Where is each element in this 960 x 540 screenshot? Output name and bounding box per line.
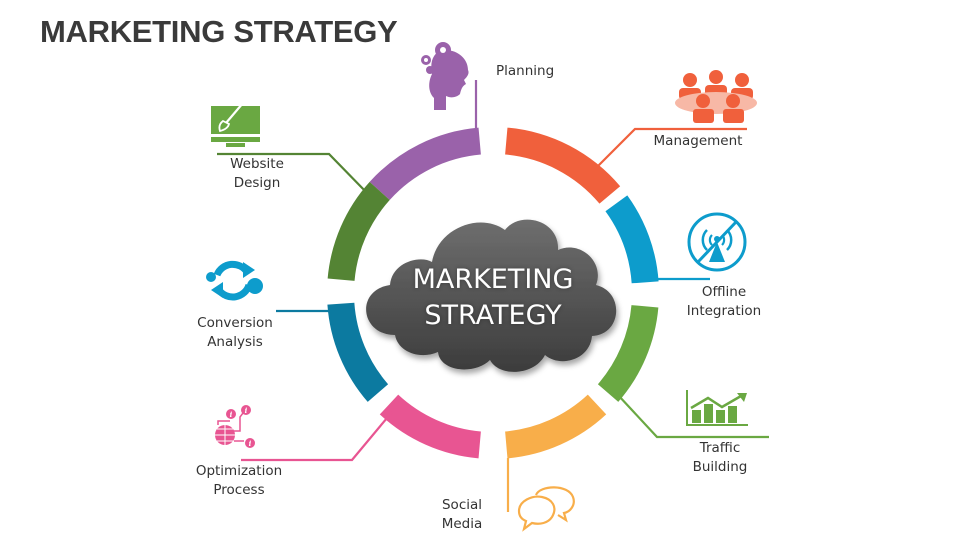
- cycle-arrows-icon: [206, 260, 263, 301]
- center-cloud: [366, 219, 617, 372]
- connector-traffic-building: [617, 394, 769, 439]
- segment-optimization-process-arc: [379, 394, 481, 459]
- connector-management: [595, 127, 747, 169]
- center-title: MARKETING STRATEGY: [412, 264, 574, 331]
- label-website-design: Website Design: [230, 156, 284, 191]
- label-planning: Planning: [496, 63, 555, 79]
- page-title: MARKETING STRATEGY: [40, 14, 398, 49]
- label-optimization-process: Optimization Process: [195, 463, 283, 498]
- monitor-brush-icon: [211, 102, 260, 147]
- no-signal-tower-icon: [687, 212, 747, 272]
- segment-management-arc: [505, 127, 621, 204]
- globe-info-icon: i i i: [215, 405, 255, 448]
- label-conversion-analysis: Conversion Analysis: [197, 315, 273, 350]
- growth-chart-icon: [686, 390, 748, 426]
- svg-text:i: i: [245, 406, 248, 415]
- chat-bubbles-icon: [517, 486, 575, 532]
- connectors: [217, 80, 769, 512]
- segment-conversion-analysis-arc: [327, 302, 389, 402]
- head-gears-icon: [421, 42, 469, 110]
- connector-website-design: [217, 152, 370, 196]
- segment-planning-arc: [369, 127, 481, 200]
- segment-social-media-arc: [505, 394, 607, 459]
- label-social-media: Social Media: [441, 497, 483, 532]
- segment-traffic-building-arc: [597, 305, 659, 402]
- segment-website-design-arc: [327, 181, 390, 281]
- label-management: Management: [653, 133, 743, 149]
- ring: [327, 127, 659, 459]
- connector-optimization-process: [241, 411, 393, 462]
- team-meeting-icon: [675, 70, 757, 123]
- segment-offline-integration-arc: [605, 195, 659, 284]
- label-traffic-building: Traffic Building: [692, 440, 748, 475]
- label-offline-integration: Offline Integration: [686, 284, 762, 319]
- svg-text:i: i: [230, 410, 233, 419]
- svg-text:i: i: [249, 439, 252, 448]
